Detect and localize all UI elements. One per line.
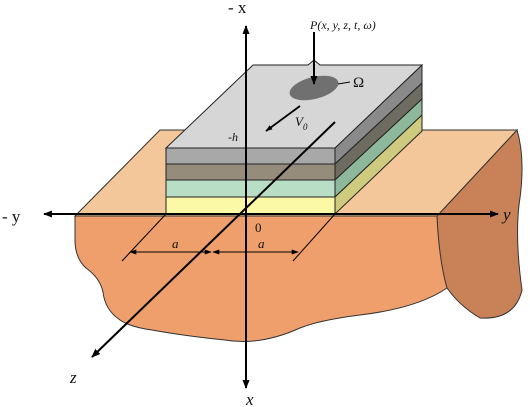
depth-label: -h	[228, 130, 238, 144]
slab-front-layer-2	[165, 163, 336, 181]
origin-label: 0	[255, 220, 262, 235]
ground-front-face	[74, 215, 448, 342]
slab-top-face	[164, 59, 424, 149]
load-area-ellipse	[289, 75, 339, 101]
omega-label: Ω	[353, 75, 364, 91]
neg-x-axis-label: - x	[228, 0, 247, 17]
pos-x-axis-label: x	[245, 390, 254, 407]
omega-leader-line	[337, 81, 351, 85]
dimension-extension-right	[292, 213, 336, 262]
slab-front-layer-1	[165, 147, 336, 165]
neg-y-axis-label: - y	[2, 207, 21, 226]
z-axis-label: z	[69, 368, 77, 387]
slab-front-layer-3	[165, 179, 336, 198]
dimension-a-left-label: a	[172, 236, 179, 251]
velocity-label-subscript: 0	[303, 122, 308, 132]
slab-front-layer-4	[165, 196, 336, 215]
pos-y-axis-label: y	[501, 205, 511, 224]
dimension-a-right-label: a	[258, 236, 265, 251]
velocity-arrow	[265, 105, 301, 132]
z-axis	[91, 121, 336, 358]
velocity-label: V0	[295, 114, 308, 132]
load-point-label: P(x, y, z, t, ω)	[309, 18, 376, 32]
velocity-label-main: V	[295, 114, 305, 129]
